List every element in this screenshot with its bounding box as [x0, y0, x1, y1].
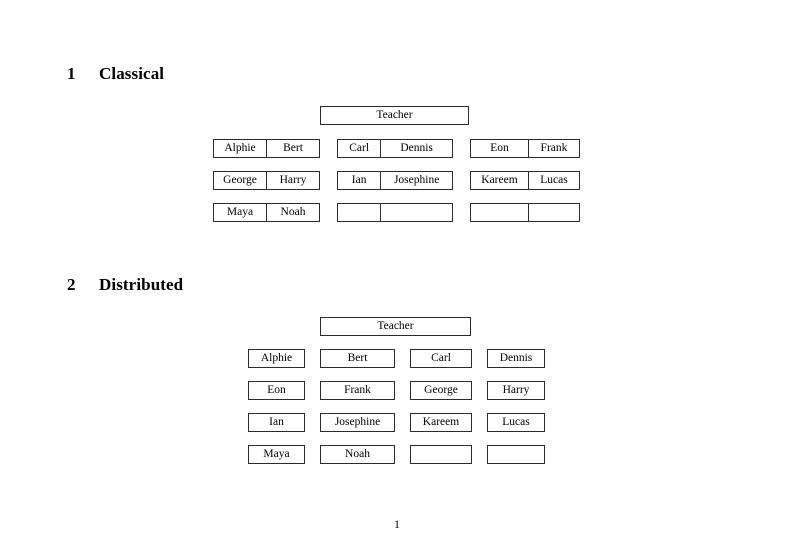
table-cell: Dennis	[380, 140, 452, 157]
teacher-box-classical: Teacher	[320, 106, 469, 125]
table-cell: Ian	[351, 173, 367, 186]
distributed-cell: Alphie	[248, 349, 305, 368]
distributed-cell: Noah	[320, 445, 395, 464]
classical-group-left-row-2: George Harry	[213, 171, 320, 190]
distributed-cell	[487, 445, 545, 464]
table-cell: Noah	[266, 204, 319, 221]
teacher-box-distributed: Teacher	[320, 317, 471, 336]
classical-group-right-row-2: Kareem Lucas	[470, 171, 580, 190]
section-heading-classical: 1 Classical	[67, 65, 164, 82]
table-cell: Carl	[349, 141, 370, 154]
table-cell	[380, 204, 452, 221]
section-number: 2	[67, 275, 76, 294]
page-number: 1	[394, 519, 400, 531]
classical-group-left-row-1: Alphie Bert	[213, 139, 320, 158]
distributed-cell: Bert	[320, 349, 395, 368]
table-cell	[527, 204, 579, 221]
classical-group-middle-row-2: Ian Josephine	[337, 171, 453, 190]
section-number: 1	[67, 64, 76, 83]
distributed-cell: Ian	[248, 413, 305, 432]
distributed-cell: Eon	[248, 381, 305, 400]
table-cell: George	[223, 173, 257, 186]
distributed-cell: Carl	[410, 349, 472, 368]
section-title: Distributed	[99, 275, 184, 294]
table-cell: Alphie	[224, 141, 256, 154]
distributed-cell: Josephine	[320, 413, 395, 432]
distributed-cell: Lucas	[487, 413, 545, 432]
classical-group-middle-row-3	[337, 203, 453, 222]
distributed-cell: Dennis	[487, 349, 545, 368]
classical-group-middle-row-1: Carl Dennis	[337, 139, 453, 158]
section-heading-distributed: 2 Distributed	[67, 276, 183, 293]
classical-group-right-row-1: Eon Frank	[470, 139, 580, 158]
table-cell	[338, 204, 380, 221]
classical-group-left-row-3: Maya Noah	[213, 203, 320, 222]
classical-group-right-row-3	[470, 203, 580, 222]
table-cell: Maya	[226, 205, 254, 218]
distributed-cell: Kareem	[410, 413, 472, 432]
distributed-cell: Harry	[487, 381, 545, 400]
table-cell: Lucas	[527, 172, 579, 189]
table-cell: Frank	[527, 140, 579, 157]
distributed-cell: George	[410, 381, 472, 400]
table-cell: Eon	[490, 141, 509, 154]
distributed-cell: Maya	[248, 445, 305, 464]
table-cell: Josephine	[380, 172, 452, 189]
section-title: Classical	[99, 64, 165, 83]
distributed-cell	[410, 445, 472, 464]
table-cell: Harry	[266, 172, 319, 189]
table-cell	[471, 204, 528, 221]
table-cell: Kareem	[481, 173, 518, 186]
distributed-cell: Frank	[320, 381, 395, 400]
table-cell: Bert	[266, 140, 319, 157]
